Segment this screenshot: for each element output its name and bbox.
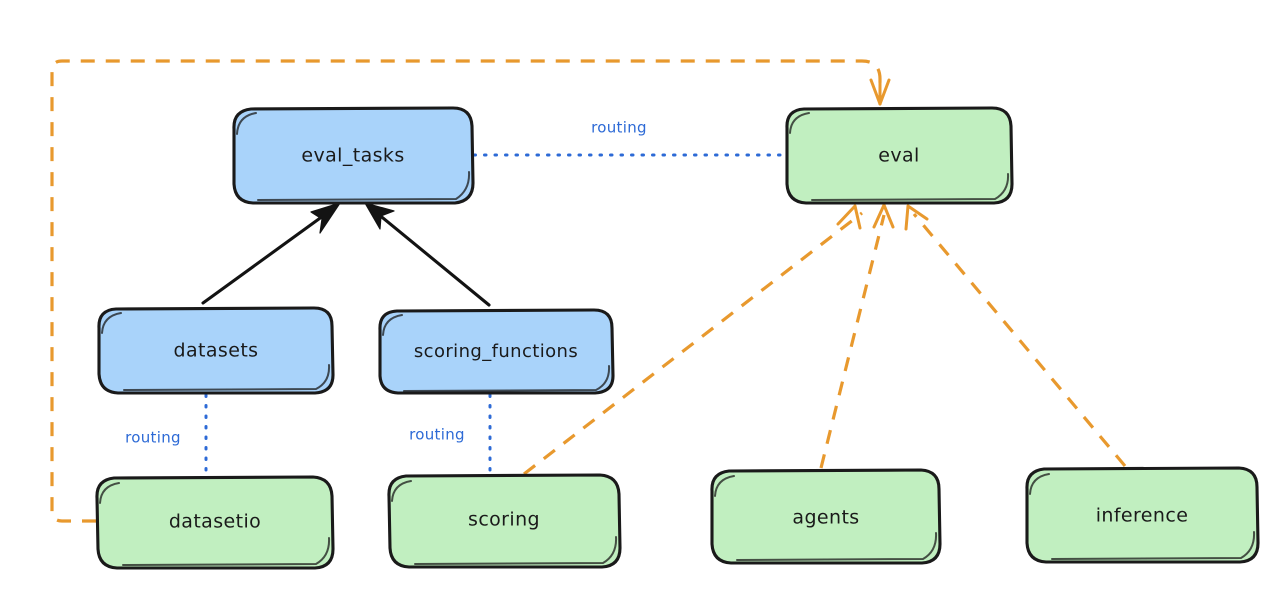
node-scoring[interactable]: scoring xyxy=(387,473,622,569)
edge-agents-eval xyxy=(819,203,895,469)
edge-datasets-eval-tasks xyxy=(201,202,341,305)
edge-label-routing-scoring-functions: routing xyxy=(409,426,465,444)
node-label-eval: eval xyxy=(878,145,919,167)
node-label-agents: agents xyxy=(792,507,859,529)
node-label-scoring: scoring xyxy=(468,509,540,531)
node-label-inference: inference xyxy=(1096,505,1189,527)
edge-scoring-eval xyxy=(523,204,863,476)
edge-inference-eval xyxy=(904,204,1127,468)
edge-label-routing-eval-tasks: routing xyxy=(591,119,647,137)
node-label-scoring-functions: scoring_functions xyxy=(414,341,578,362)
node-datasets[interactable]: datasets xyxy=(97,306,335,395)
node-label-datasetio: datasetio xyxy=(169,511,261,533)
edge-eval-tasks-eval: routing xyxy=(472,119,786,157)
node-eval[interactable]: eval xyxy=(785,106,1014,205)
node-agents[interactable]: agents xyxy=(710,468,942,565)
node-inference[interactable]: inference xyxy=(1025,466,1260,564)
node-scoring-functions[interactable]: scoring_functions xyxy=(378,308,615,395)
node-label-datasets: datasets xyxy=(174,340,259,362)
edge-label-routing-datasets: routing xyxy=(125,429,181,447)
edge-scoring-functions-scoring: routing xyxy=(409,393,492,478)
edge-datasets-datasetio: routing xyxy=(125,393,208,479)
edge-scoring-functions-eval-tasks xyxy=(364,202,491,307)
node-datasetio[interactable]: datasetio xyxy=(95,475,335,570)
node-eval-tasks[interactable]: eval_tasks xyxy=(232,106,475,205)
edge-datasetio-eval xyxy=(50,59,891,523)
node-label-eval-tasks: eval_tasks xyxy=(301,145,404,167)
